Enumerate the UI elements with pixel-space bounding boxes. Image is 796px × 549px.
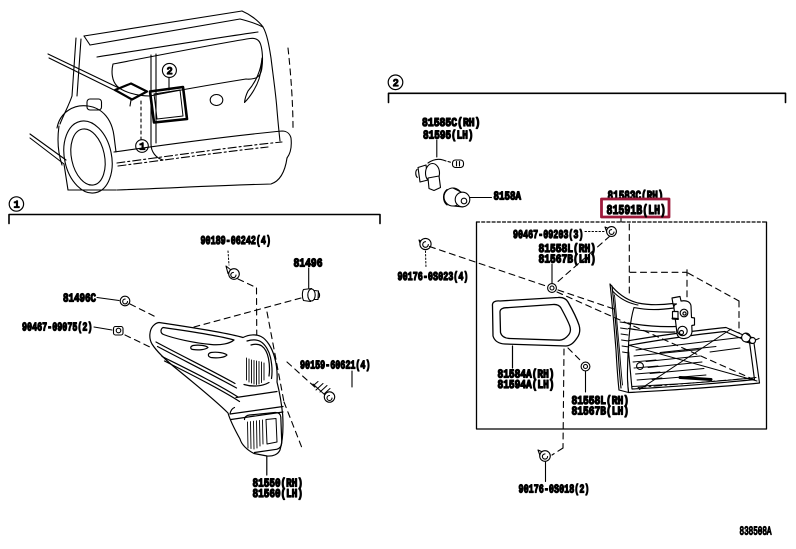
svg-text:81496C: 81496C	[63, 292, 96, 306]
svg-text:81584A(RH): 81584A(RH)	[498, 368, 555, 382]
svg-text:8158A: 8158A	[494, 190, 522, 204]
svg-text:90176-0S018(2): 90176-0S018(2)	[519, 483, 590, 497]
svg-text:81558L(RH): 81558L(RH)	[572, 394, 630, 408]
svg-text:838508A: 838508A	[740, 525, 772, 539]
svg-text:2: 2	[393, 79, 399, 90]
svg-text:81585C(RH): 81585C(RH)	[422, 116, 481, 130]
svg-text:81550(RH): 81550(RH)	[253, 477, 304, 491]
svg-text:81567B(LH): 81567B(LH)	[572, 405, 630, 419]
svg-text:1: 1	[139, 143, 145, 154]
svg-text:90467-09075(2): 90467-09075(2)	[22, 321, 93, 335]
svg-text:81594A(LH): 81594A(LH)	[498, 378, 555, 392]
svg-text:1: 1	[14, 201, 20, 212]
svg-text:90159-60621(4): 90159-60621(4)	[300, 359, 371, 373]
svg-text:81560(LH): 81560(LH)	[253, 487, 304, 501]
svg-text:90189-06242(4): 90189-06242(4)	[201, 234, 272, 248]
svg-text:81558L(RH): 81558L(RH)	[539, 242, 597, 256]
svg-text:90176-0S023(4): 90176-0S023(4)	[398, 270, 469, 284]
svg-text:81595(LH): 81595(LH)	[423, 129, 474, 143]
svg-text:81591B(LH): 81591B(LH)	[607, 204, 667, 219]
svg-text:81496: 81496	[294, 257, 323, 271]
svg-text:2: 2	[167, 67, 173, 78]
svg-text:90467-09203(3): 90467-09203(3)	[513, 228, 584, 242]
svg-text:81567B(LH): 81567B(LH)	[539, 253, 597, 267]
